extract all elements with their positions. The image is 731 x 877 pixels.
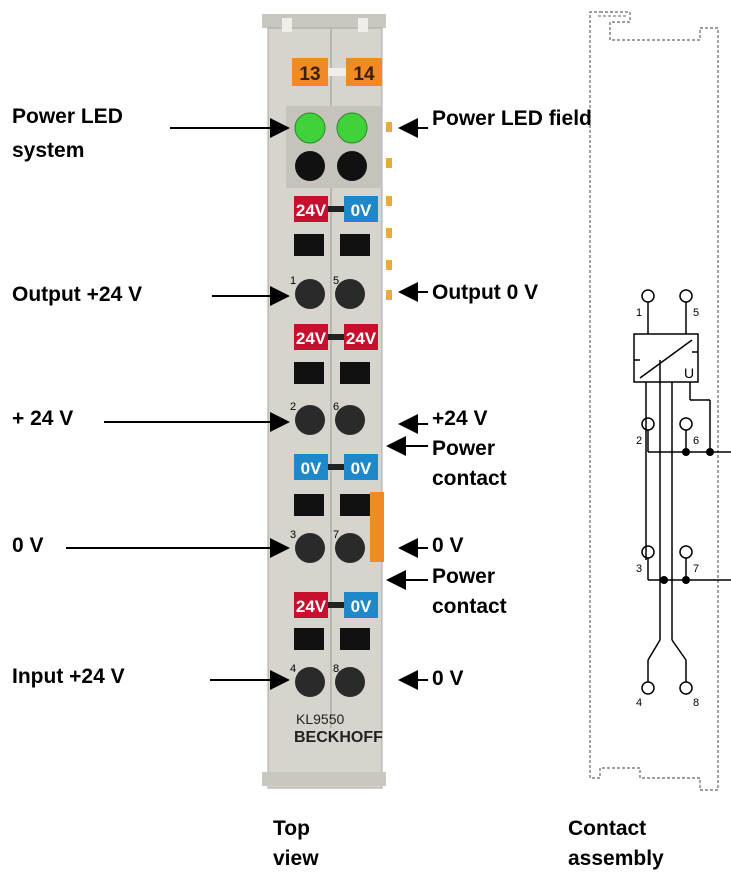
terminal-block-3: 3 7 [290, 492, 384, 563]
power-led-2 [336, 112, 368, 144]
svg-text:3: 3 [290, 529, 296, 541]
caption-contact-line1: Contact [568, 817, 647, 840]
led-off-2 [337, 151, 367, 181]
channel-number-13: 13 [299, 64, 320, 85]
svg-text:1: 1 [290, 275, 296, 287]
label-plus-24v-left: + 24 V [12, 407, 74, 430]
svg-text:7: 7 [333, 529, 339, 541]
terminal-block-4: 4 8 [290, 628, 370, 697]
label-power-contact-1-line2: contact [432, 467, 507, 490]
label-0v-right-2: 0 V [432, 667, 464, 690]
tag-24v-row4: 24V [296, 597, 327, 616]
label-output-0v: Output 0 V [432, 281, 539, 304]
label-output-24v: Output +24 V [12, 283, 143, 306]
caption-top-view-line1: Top [273, 817, 310, 840]
channel-number-tags: 13 14 [292, 58, 382, 86]
terminal-block-2: 2 6 [290, 362, 370, 435]
svg-text:3: 3 [636, 563, 642, 575]
voltage-tags-row-4: 24V 0V [294, 592, 378, 618]
led-off-1 [295, 151, 325, 181]
voltage-tags-row-1: 24V 0V [294, 196, 378, 222]
label-input-24v: Input +24 V [12, 665, 125, 688]
voltage-tags-row-3: 0V 0V [294, 454, 378, 480]
tag-24v-row2-right: 24V [346, 329, 377, 348]
svg-text:4: 4 [636, 697, 642, 709]
brand-label: BECKHOFF [294, 729, 383, 746]
tag-0v-row3-left: 0V [301, 459, 322, 478]
label-power-led-line2: system [12, 139, 85, 162]
svg-text:6: 6 [333, 401, 339, 413]
svg-text:2: 2 [636, 435, 642, 447]
svg-text:8: 8 [693, 697, 699, 709]
svg-text:8: 8 [333, 663, 339, 675]
svg-text:5: 5 [693, 307, 699, 319]
caption-top-view-line2: view [273, 847, 319, 870]
power-led-1 [294, 112, 326, 144]
label-power-contact-2-line1: Power [432, 565, 496, 588]
tag-0v-row1: 0V [351, 201, 372, 220]
label-power-led-line1: Power LED [12, 105, 123, 128]
label-0v-left: 0 V [12, 534, 44, 557]
svg-text:7: 7 [693, 563, 699, 575]
svg-text:2: 2 [290, 401, 296, 413]
label-arrows [66, 118, 428, 690]
led-panel [286, 106, 382, 188]
svg-text:6: 6 [693, 435, 699, 447]
channel-number-14: 14 [353, 64, 375, 85]
tag-24v-row2-left: 24V [296, 329, 327, 348]
label-power-led-field: Power LED field [432, 107, 592, 130]
model-label: KL9550 [296, 711, 344, 727]
voltage-tags-row-2: 24V 24V [294, 324, 378, 350]
label-power-contact-1-line1: Power [432, 437, 496, 460]
tag-0v-row4: 0V [351, 597, 372, 616]
svg-text:U: U [684, 365, 694, 381]
svg-text:5: 5 [333, 275, 339, 287]
label-0v-right-1: 0 V [432, 534, 464, 557]
label-power-contact-2-line2: contact [432, 595, 507, 618]
contact-assembly: U 1 5 2 6 3 7 4 8 [589, 11, 731, 791]
tag-24v-row1: 24V [296, 201, 327, 220]
svg-text:1: 1 [636, 307, 642, 319]
tag-0v-row3-right: 0V [351, 459, 372, 478]
svg-text:4: 4 [290, 663, 296, 675]
caption-contact-line2: assembly [568, 847, 664, 870]
terminal-block-1: 1 5 [290, 234, 370, 309]
label-plus-24v-right: +24 V [432, 407, 488, 430]
power-contact-markers [386, 122, 392, 300]
